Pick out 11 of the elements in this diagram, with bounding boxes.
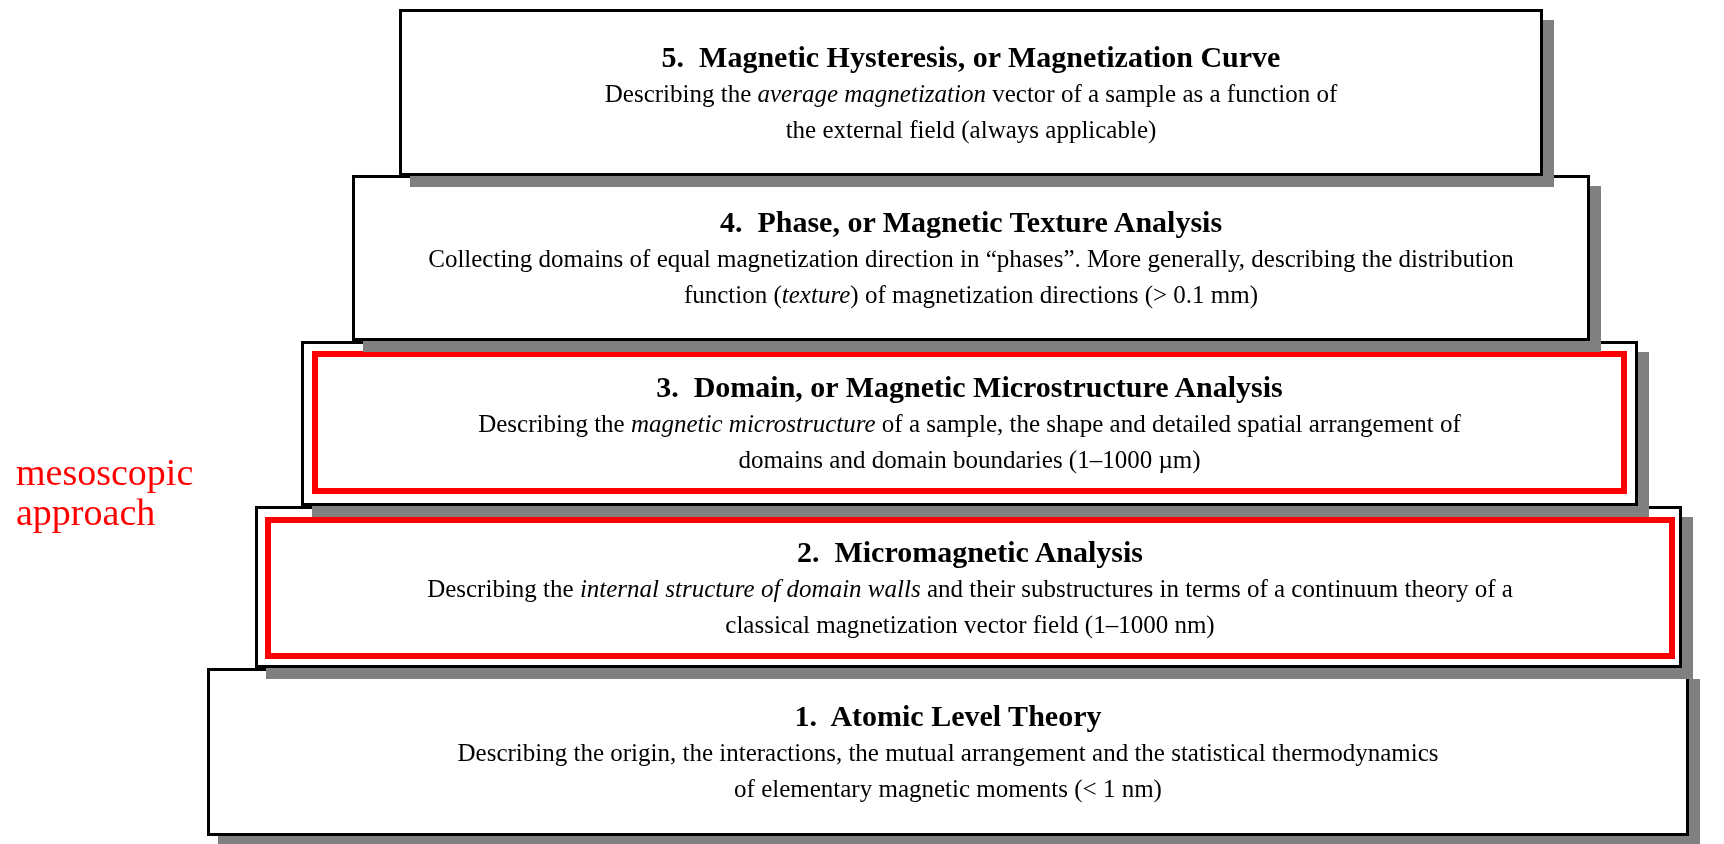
side-label: mesoscopic approach [16, 452, 195, 532]
level-heading: 4. Phase, or Magnetic Texture Analysis [719, 204, 1223, 240]
level-description: Describing the magnetic microstructure of a sample, the shape and detailed spatial arrangement of domains and domain boundaries (1–1000 µm) [477, 408, 1462, 476]
level-heading: 3. Domain, or Magnetic Microstructure Analysis [656, 368, 1283, 405]
level-heading: 2. Micromagnetic Analysis [796, 534, 1144, 570]
level-description: Describing the origin, the interactions, the mutual arrangement and the statistical thermodynamics of elementary magnetic moments (< 1 nm) [456, 738, 1440, 805]
level-description: Collecting domains of equal magnetization direction in “phases”. More generally, describing the distribution function (texture) of magnetization directions (> 0.1 mm) [427, 244, 1515, 311]
level-heading: 5. Magnetic Hysteresis, or Magnetization Curve [661, 38, 1281, 75]
level-heading: 1. Atomic Level Theory [794, 698, 1102, 734]
level-description: Describing the average magnetization vector of a sample as a function of the external field (always applicable) [603, 78, 1339, 146]
level-description: Describing the internal structure of domain walls and their substructures in terms of a continuum theory of a classical magnetization vector field (1–1000 nm) [426, 574, 1514, 641]
